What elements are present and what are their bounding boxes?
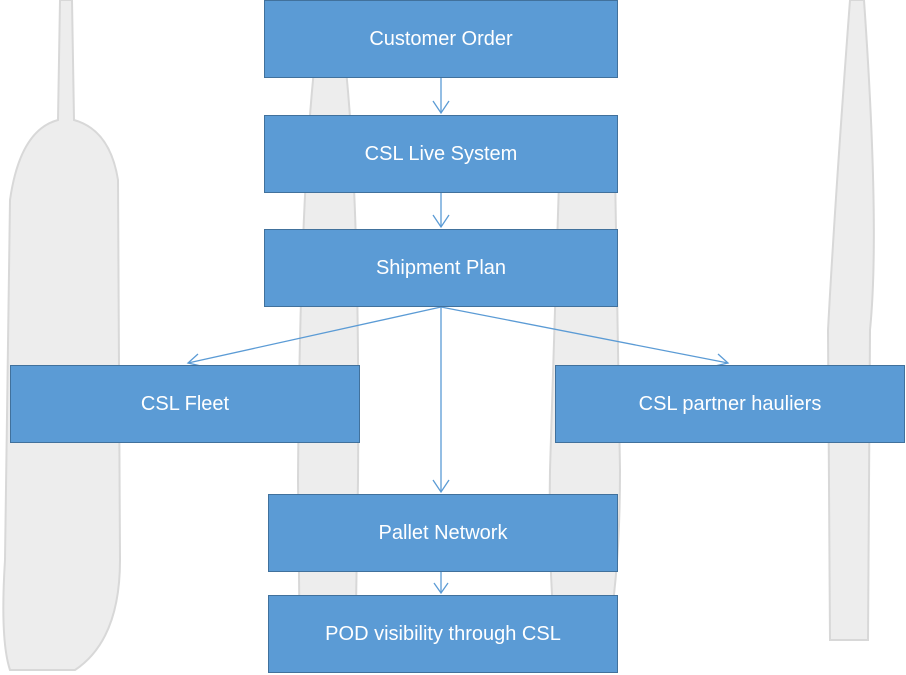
arrowhead-pallet-to-pod	[433, 582, 449, 595]
arrowhead-live-to-plan	[432, 214, 450, 229]
node-csl-fleet-label: CSL Fleet	[140, 392, 230, 415]
node-shipment-plan-label: Shipment Plan	[375, 256, 507, 279]
node-customer-order-label: Customer Order	[369, 27, 513, 50]
arrow-plan-to-partner	[440, 306, 729, 364]
arrow-plan-to-fleet	[187, 306, 442, 364]
node-pallet-network-label: Pallet Network	[378, 521, 508, 544]
node-csl-live-system-label: CSL Live System	[364, 142, 518, 165]
node-shipment-plan: Shipment Plan	[264, 229, 618, 307]
node-pod-visibility: POD visibility through CSL	[268, 595, 618, 673]
arrowhead-order-to-live	[432, 100, 450, 115]
node-pallet-network: Pallet Network	[268, 494, 618, 572]
node-csl-partner-hauliers: CSL partner hauliers	[555, 365, 905, 443]
node-csl-fleet: CSL Fleet	[10, 365, 360, 443]
vacuum-right-shape	[826, 0, 875, 641]
arrowhead-plan-to-pallet	[432, 479, 450, 494]
node-csl-partner-hauliers-label: CSL partner hauliers	[638, 392, 822, 415]
node-pod-visibility-label: POD visibility through CSL	[325, 622, 561, 645]
vacuum-left-shape	[2, 0, 122, 671]
node-csl-live-system: CSL Live System	[264, 115, 618, 193]
node-customer-order: Customer Order	[264, 0, 618, 78]
